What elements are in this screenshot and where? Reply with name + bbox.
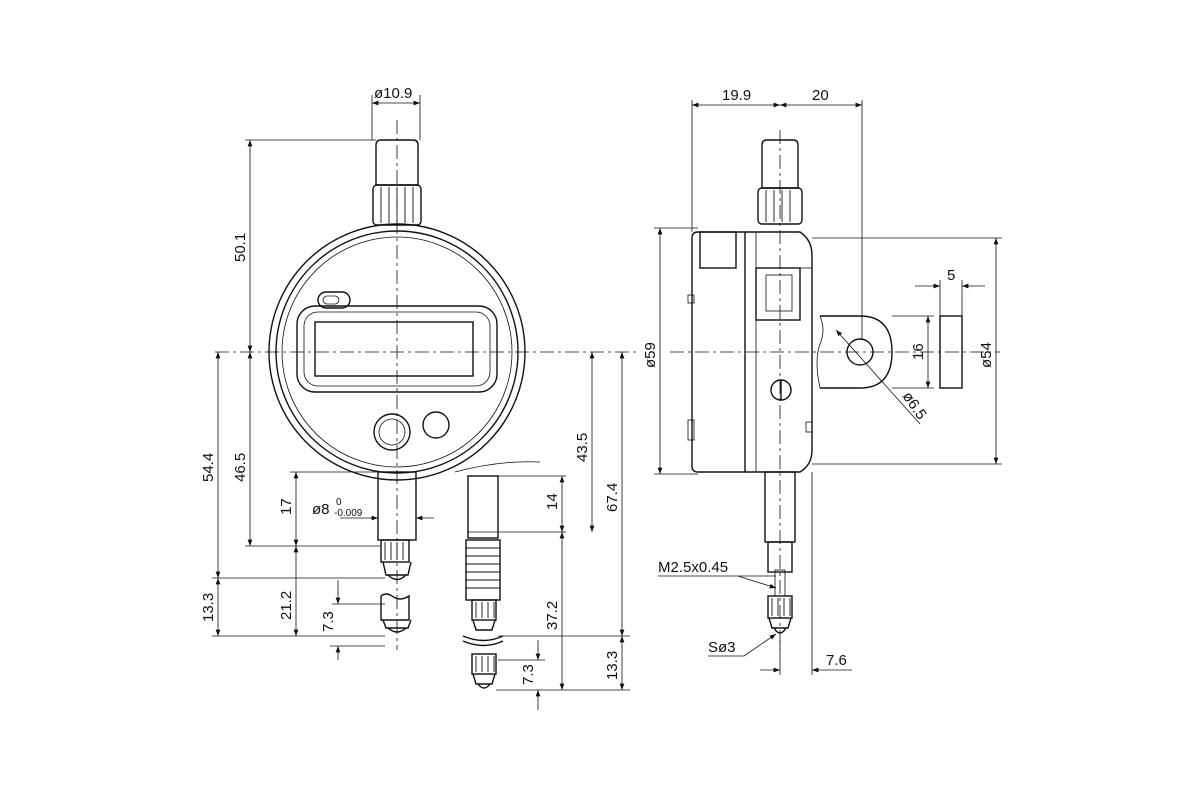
- dim-stem-tol-lower: -0.009: [334, 508, 363, 519]
- dim-back-tip-lower: 13.3: [604, 651, 621, 680]
- dim-tip-length: 21.2: [278, 591, 295, 620]
- dim-ball: Sø3: [708, 639, 736, 656]
- dim-stem-length: 17: [278, 498, 295, 515]
- dim-tip-short: 7.3: [320, 611, 337, 632]
- dim-back-stem: 14: [544, 493, 561, 510]
- dim-width-right: 20: [812, 87, 829, 104]
- dim-center-to-stem-end: 46.5: [232, 453, 249, 482]
- dim-tip-offset: 7.6: [826, 652, 847, 669]
- dim-back-tip-short: 7.3: [520, 664, 537, 685]
- dim-lug-width: 5: [947, 267, 955, 284]
- dim-stem-tol-upper: 0: [336, 497, 342, 508]
- dim-stem-diameter: ø8: [312, 501, 330, 518]
- dim-back-total: 67.4: [604, 483, 621, 512]
- dim-back-center: 43.5: [574, 433, 591, 462]
- dim-tip-height-upper: 13.3: [200, 593, 217, 622]
- dim-lug-height: 16: [910, 343, 927, 360]
- dim-width-left: 19.9: [722, 87, 751, 104]
- dim-back-tip: 37.2: [544, 601, 561, 630]
- dim-height-top: 50.1: [232, 233, 249, 262]
- dim-thread: M2.5x0.45: [658, 559, 728, 576]
- dim-stem-top-diameter: ø10.9: [374, 85, 412, 102]
- dim-body-diameter: ø59: [642, 342, 659, 368]
- dim-bezel-diameter: ø54: [978, 342, 995, 368]
- front-view: ø10.9 50.1 54.4 46.5 17 ø8 0 -0.009 13.3…: [200, 85, 640, 660]
- dim-center-to-tip: 54.4: [200, 453, 217, 482]
- stem-detail: 14 43.5 67.4 37.2 7.3 13.3: [454, 352, 630, 710]
- side-view: 19.9 20 ø59 ø54 5 16 ø6.5 M2.5x0.45: [642, 87, 1002, 675]
